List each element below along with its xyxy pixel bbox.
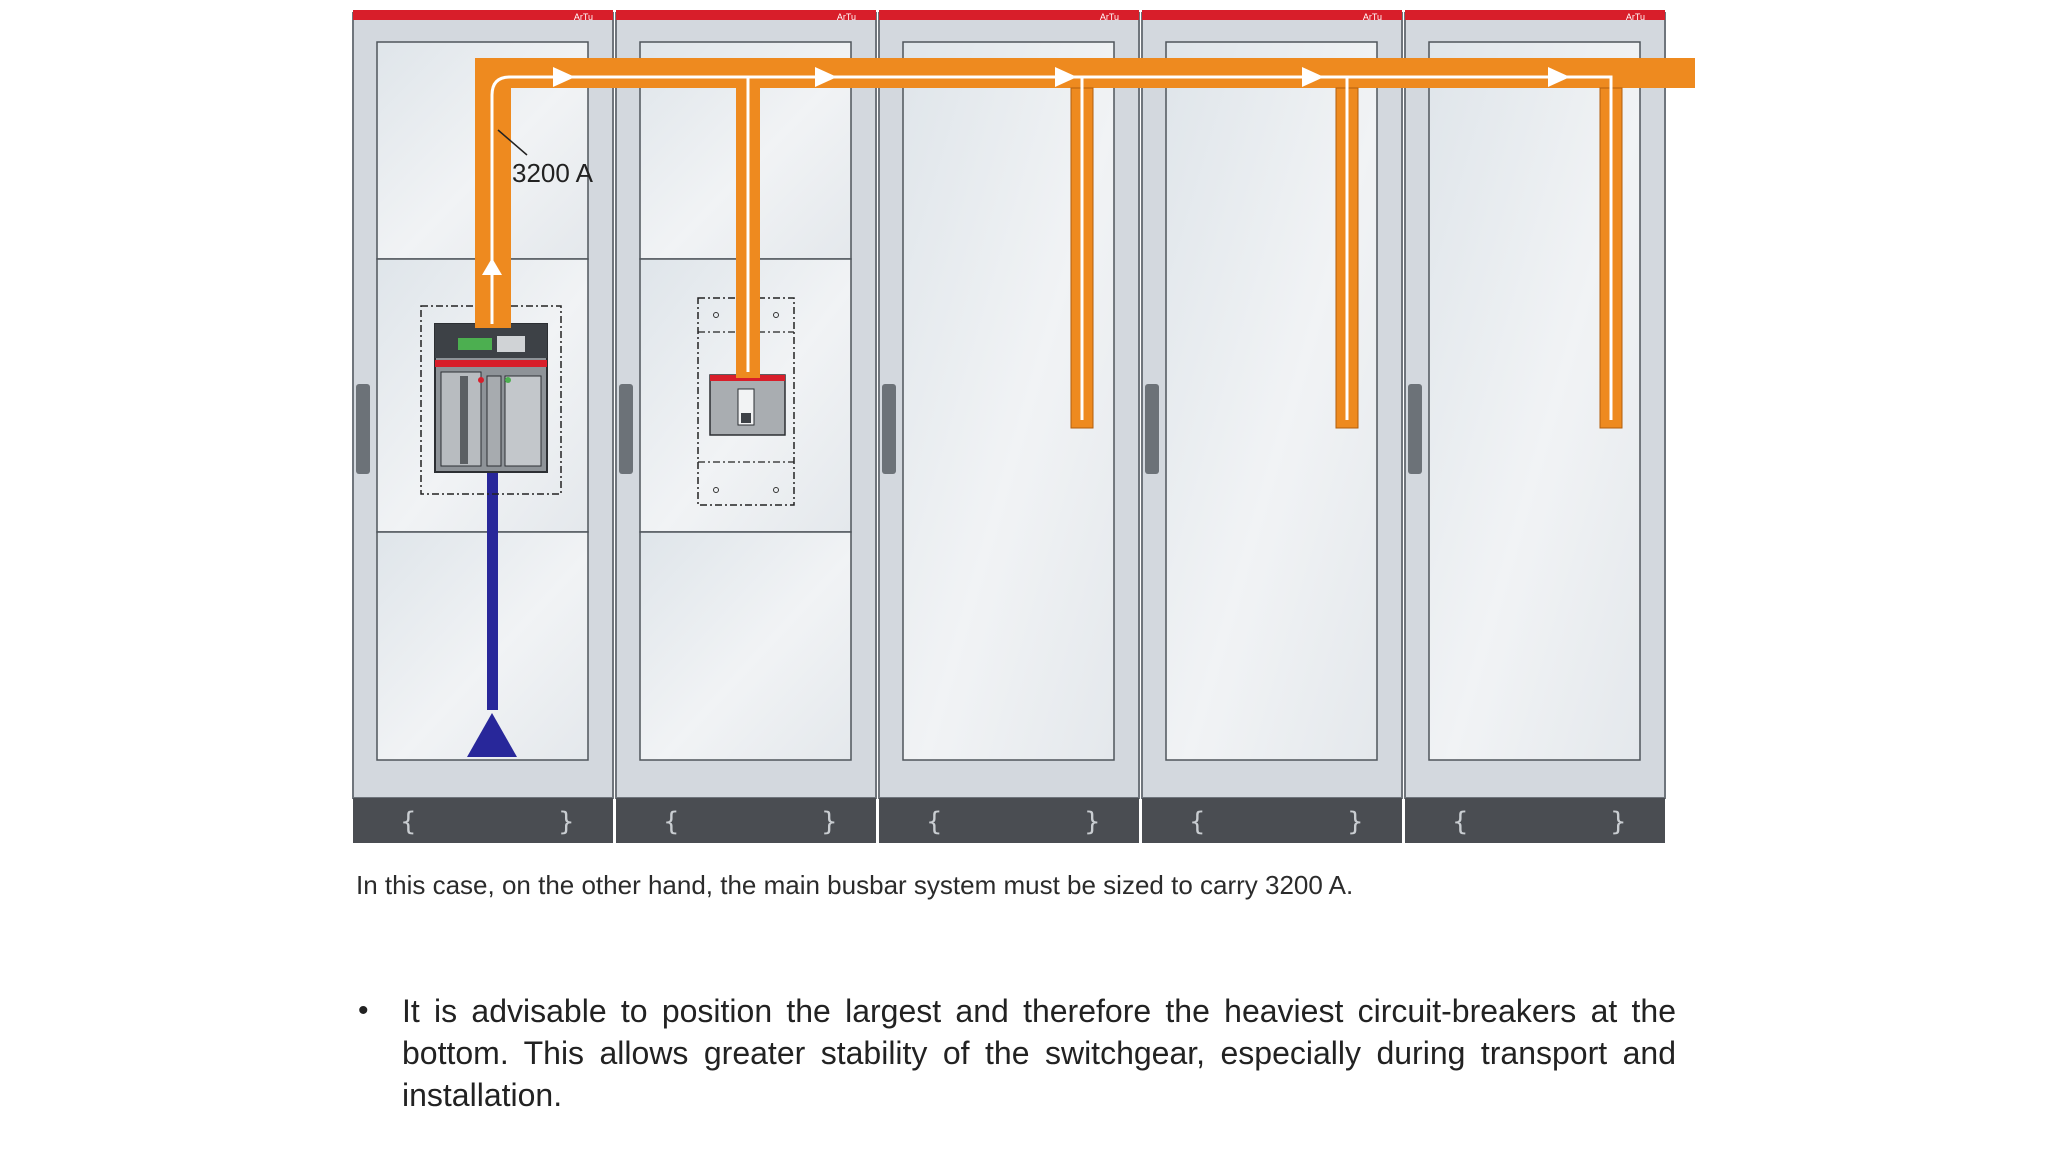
door-handle — [356, 384, 370, 474]
svg-text:{: { — [1189, 807, 1206, 837]
svg-text:}: } — [1347, 807, 1364, 837]
main-busbar-system — [475, 58, 1695, 429]
top-strip — [616, 10, 876, 20]
svg-text:{: { — [926, 807, 943, 837]
horizontal-busbar — [475, 58, 1695, 88]
cabinet-3: ArTu { } — [878, 10, 1140, 843]
bullet-icon: • — [358, 994, 369, 1027]
svg-text:}: } — [1610, 807, 1627, 837]
plinth — [879, 798, 1139, 843]
flow-arrow-icon — [553, 67, 575, 87]
flow-arrow-icon — [482, 258, 502, 275]
flow-arrow-icon — [1548, 67, 1570, 87]
bullet-text: It is advisable to position the largest … — [402, 993, 1676, 1113]
brand-mark: ArTu — [574, 12, 593, 22]
top-strip — [353, 10, 613, 20]
plinth — [616, 798, 876, 843]
top-strip — [1142, 10, 1402, 20]
top-strip — [879, 10, 1139, 20]
brand-mark: ArTu — [1626, 12, 1645, 22]
svg-text:}: } — [821, 807, 838, 837]
figure-caption: In this case, on the other hand, the mai… — [356, 870, 1354, 900]
incoming-supply — [467, 470, 517, 757]
svg-text:{: { — [1452, 807, 1469, 837]
plinth — [1405, 798, 1665, 843]
brand-mark: ArTu — [1100, 12, 1119, 22]
svg-text:{: { — [663, 807, 680, 837]
incoming-supply-arrow-icon — [467, 713, 517, 757]
flow-arrow-icon — [1055, 67, 1077, 87]
breaker-display — [458, 338, 492, 350]
main-air-circuit-breaker — [420, 305, 562, 495]
brand-mark: ArTu — [1363, 12, 1382, 22]
busbar-current-label: 3200 A — [512, 158, 594, 188]
door-handle — [1145, 384, 1159, 474]
svg-text:}: } — [1084, 807, 1101, 837]
bullet-item: • It is advisable to position the larges… — [356, 990, 1676, 1116]
plinth — [353, 798, 613, 843]
svg-text:{: { — [400, 807, 417, 837]
brand-mark: ArTu — [837, 12, 856, 22]
plinth — [1142, 798, 1402, 843]
door-handle — [882, 384, 896, 474]
door-handle — [1408, 384, 1422, 474]
bullet-list: • It is advisable to position the larges… — [356, 990, 1676, 1116]
flow-arrow-icon — [815, 67, 837, 87]
cabinet-5: ArTu { } — [1404, 10, 1666, 843]
svg-text:}: } — [558, 807, 575, 837]
cabinet-4: ArTu { } — [1141, 10, 1403, 843]
flow-arrow-icon — [1302, 67, 1324, 87]
door-handle — [619, 384, 633, 474]
label-leader-line — [497, 129, 528, 156]
top-strip — [1405, 10, 1665, 20]
